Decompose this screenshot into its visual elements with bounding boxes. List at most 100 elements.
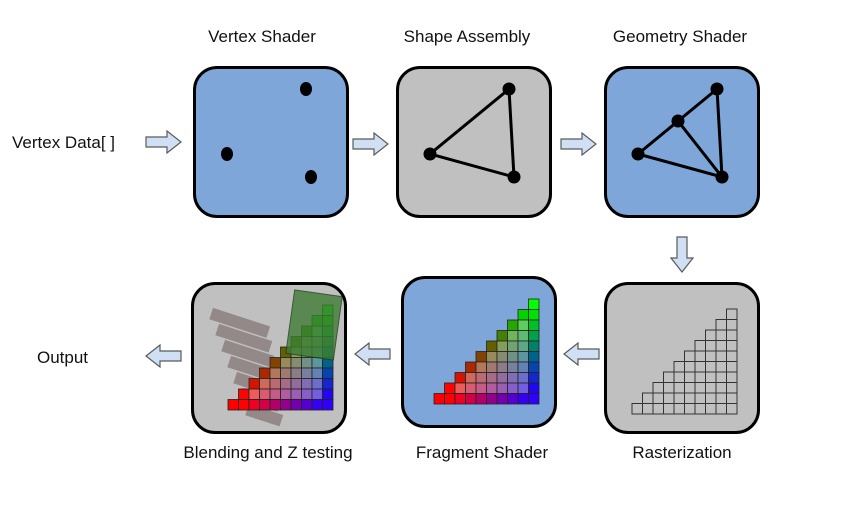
arrow-shape-to-geometry: [560, 132, 597, 156]
fragment-cell: [517, 340, 529, 352]
fragment-cell: [528, 372, 540, 384]
fragment-cell: [507, 361, 519, 373]
fragment-cell: [301, 367, 313, 379]
fragment-cell: [269, 399, 281, 411]
raster-cell: [715, 382, 727, 394]
fragment-cell: [248, 388, 260, 400]
fragment-cell: [280, 378, 292, 390]
fragment-cell: [486, 382, 498, 394]
fragment-cell: [238, 388, 250, 400]
fragment-cell: [259, 378, 271, 390]
fragment-cell: [528, 330, 540, 342]
fragment-cell: [259, 388, 271, 400]
raster-cell: [642, 403, 654, 415]
raster-cell: [673, 361, 685, 373]
arrow-geometry-to-rasterization: [670, 236, 694, 273]
fragment-cell: [465, 372, 477, 384]
fragment-cell: [486, 361, 498, 373]
raster-cell: [705, 392, 717, 404]
raster-cell: [663, 392, 675, 404]
raster-cell: [726, 371, 738, 383]
fragment-cell: [496, 361, 508, 373]
fragment-cell: [486, 372, 498, 384]
fragment-cell: [280, 388, 292, 400]
fragment-cell: [528, 309, 540, 321]
raster-cell: [715, 392, 727, 404]
fragment-cell: [311, 367, 323, 379]
raster-cell: [715, 361, 727, 373]
fragment-cell: [517, 393, 529, 405]
fragment-cell: [517, 361, 529, 373]
fragment-cell: [248, 399, 260, 411]
assembled-triangle-graphic: [423, 82, 521, 184]
raster-cell: [705, 350, 717, 362]
fragment-cell: [486, 340, 498, 352]
raster-cell: [694, 361, 706, 373]
raster-cell: [694, 392, 706, 404]
fragment-cell: [507, 319, 519, 331]
fragment-cell: [507, 351, 519, 363]
raster-cell: [663, 371, 675, 383]
fragment-cell: [486, 393, 498, 405]
raster-cell: [673, 403, 685, 415]
raster-cell: [684, 403, 696, 415]
raster-cell: [684, 392, 696, 404]
fragment-cell: [475, 393, 487, 405]
subdivided-triangle-graphic: [631, 82, 729, 184]
raster-cell: [705, 340, 717, 352]
fragment-cell: [290, 388, 302, 400]
vertex-points-graphic: [221, 82, 317, 184]
raster-cell: [726, 403, 738, 415]
raster-cell: [684, 361, 696, 373]
fragment-cell: [517, 382, 529, 394]
rasterized-grid-graphic: [631, 308, 738, 415]
fragment-cell: [475, 361, 487, 373]
fragment-cell: [322, 378, 334, 390]
raster-cell: [715, 350, 727, 362]
fragment-cell: [227, 399, 239, 411]
fragment-cell: [528, 351, 540, 363]
fragment-cell: [517, 351, 529, 363]
raster-cell: [694, 340, 706, 352]
fragment-cell: [259, 367, 271, 379]
raster-cell: [652, 392, 664, 404]
fragment-cell: [311, 388, 323, 400]
fragment-cell: [311, 399, 323, 411]
fragment-cell: [248, 378, 260, 390]
fragment-cell: [507, 382, 519, 394]
raster-cell: [726, 340, 738, 352]
fragment-cell: [528, 382, 540, 394]
fragment-cell: [238, 399, 250, 411]
raster-cell: [684, 382, 696, 394]
stage-label-geometry-shader: Geometry Shader: [612, 27, 748, 46]
fragment-cell: [301, 378, 313, 390]
stage-label-blending-z-testing: Blending and Z testing: [183, 443, 353, 462]
blend-shadow-strip: [209, 307, 271, 338]
raster-cell: [705, 371, 717, 383]
raster-cell: [726, 319, 738, 331]
stage-label-fragment-shader: Fragment Shader: [415, 443, 549, 462]
fragment-cell: [528, 393, 540, 405]
arrow-vertex-to-shape: [352, 132, 389, 156]
fragment-cell: [269, 378, 281, 390]
raster-cell: [652, 382, 664, 394]
raster-cell: [705, 403, 717, 415]
fragment-cell: [475, 351, 487, 363]
fragment-cell: [290, 378, 302, 390]
fragment-cell: [290, 367, 302, 379]
fragment-cell: [528, 361, 540, 373]
fragment-cell: [280, 367, 292, 379]
fragment-cell: [475, 372, 487, 384]
raster-cell: [673, 382, 685, 394]
stage-label-rasterization: Rasterization: [632, 443, 732, 462]
raster-cell: [715, 319, 727, 331]
raster-cell: [663, 382, 675, 394]
fragment-cell: [496, 351, 508, 363]
stage-label-vertex-shader: Vertex Shader: [208, 27, 316, 46]
fragment-cell: [507, 372, 519, 384]
fragment-cell: [311, 357, 323, 369]
stage-rasterization: [604, 282, 760, 434]
fragment-cell: [269, 357, 281, 369]
fragment-cell: [496, 340, 508, 352]
raster-cell: [705, 329, 717, 341]
